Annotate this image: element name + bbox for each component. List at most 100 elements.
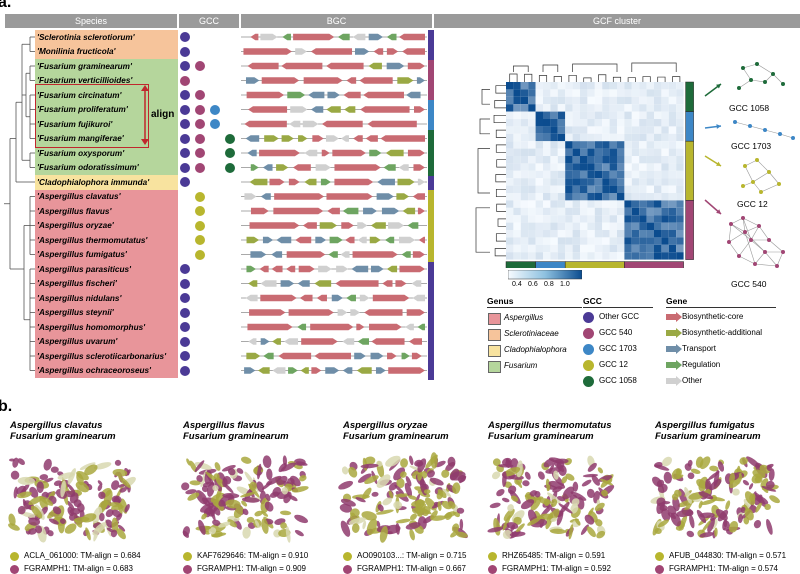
heatmap-group-bar-bottom bbox=[624, 261, 684, 268]
gene-arrow bbox=[340, 135, 349, 142]
gene-arrow bbox=[314, 280, 332, 287]
gene-arrow bbox=[359, 294, 370, 302]
gene-arrow bbox=[288, 309, 334, 316]
heatmap-cell bbox=[676, 207, 684, 216]
protein-structure-image bbox=[487, 455, 615, 540]
heatmap-cell bbox=[513, 207, 521, 216]
gcc-dot-540 bbox=[195, 104, 205, 115]
heatmap-cell bbox=[543, 111, 551, 119]
heatmap-cell bbox=[609, 163, 617, 171]
gene-arrow bbox=[269, 178, 285, 186]
dendrogram-left bbox=[496, 159, 506, 168]
heatmap-cell bbox=[580, 215, 588, 223]
gene-arrow bbox=[375, 367, 386, 374]
heatmap-cell bbox=[580, 111, 588, 119]
gcc-dot-other bbox=[180, 322, 190, 332]
legend-gene-arrow-icon bbox=[666, 312, 682, 322]
heatmap-cell bbox=[654, 237, 662, 245]
gene-arrow bbox=[316, 294, 327, 302]
heatmap-cell bbox=[513, 163, 521, 171]
heatmap-cell bbox=[543, 126, 551, 134]
heatmap-cell bbox=[557, 222, 566, 230]
heatmap-cell bbox=[654, 96, 662, 105]
network-edge bbox=[768, 239, 784, 253]
heatmap-cell bbox=[602, 237, 610, 245]
heatmap-cell bbox=[624, 104, 632, 112]
heatmap-cell bbox=[543, 89, 551, 97]
heatmap-cell bbox=[565, 207, 573, 216]
heatmap-cell bbox=[654, 244, 662, 253]
heatmap-cell bbox=[565, 141, 573, 149]
gcc-dot-540 bbox=[195, 133, 205, 144]
genus-band-scler bbox=[35, 30, 178, 59]
heatmap-cell bbox=[646, 111, 654, 119]
network-edge bbox=[744, 165, 754, 183]
network-node bbox=[751, 180, 755, 184]
heatmap-cell bbox=[535, 178, 543, 186]
structure-legend-dot bbox=[488, 565, 497, 574]
heatmap-cell bbox=[654, 89, 662, 97]
heatmap-cell bbox=[617, 193, 625, 201]
species-label: 'Aspergillus ochraceoroseus' bbox=[37, 366, 152, 375]
heatmap-cell bbox=[617, 237, 625, 245]
heatmap-cell bbox=[543, 148, 551, 156]
heatmap-cell bbox=[557, 89, 566, 97]
heatmap-cell bbox=[639, 207, 647, 216]
gene-arrow bbox=[276, 236, 292, 244]
heatmap-cell bbox=[676, 111, 684, 119]
network-node bbox=[743, 230, 747, 234]
gene-arrow bbox=[356, 367, 372, 374]
gene-arrow bbox=[363, 91, 404, 99]
genus-legend-title: Genus bbox=[487, 296, 514, 306]
heatmap-cell bbox=[565, 89, 573, 97]
gene-arrow bbox=[308, 91, 325, 99]
heatmap-cell bbox=[513, 119, 521, 127]
heatmap-cell bbox=[631, 170, 640, 179]
heatmap-cell bbox=[550, 96, 558, 105]
heatmap-cell bbox=[543, 156, 551, 164]
network-edge bbox=[738, 79, 752, 89]
gene-arrow bbox=[373, 48, 384, 55]
legend-gene-arrow-icon bbox=[666, 328, 682, 338]
gene-arrow bbox=[315, 236, 327, 244]
legend-dot bbox=[583, 360, 594, 371]
gene-arrow bbox=[405, 323, 414, 331]
network-node bbox=[741, 184, 745, 188]
heatmap-cell bbox=[624, 126, 632, 134]
legend-label: Sclerotiniaceae bbox=[504, 329, 559, 338]
heatmap-cell bbox=[557, 207, 566, 216]
heatmap-cell bbox=[528, 178, 536, 186]
heatmap-cell bbox=[661, 252, 669, 260]
heatmap-cell bbox=[602, 119, 610, 127]
heatmap-cell bbox=[654, 104, 662, 112]
heatmap-cell bbox=[646, 82, 654, 90]
heatmap-cell bbox=[587, 141, 595, 149]
heatmap-cell bbox=[513, 104, 521, 112]
network-edge bbox=[744, 231, 766, 253]
network-edge bbox=[744, 231, 756, 265]
legend-label: Biosynthetic-additional bbox=[682, 328, 763, 337]
heatmap-cell bbox=[661, 207, 669, 216]
structure-legend-dot bbox=[10, 565, 19, 574]
gene-arrow bbox=[250, 164, 259, 171]
heatmap-cell bbox=[550, 207, 558, 216]
dendrogram-left bbox=[494, 248, 506, 257]
gene-arrow bbox=[350, 309, 360, 316]
heatmap-cell bbox=[654, 222, 662, 230]
heatmap-cell bbox=[639, 170, 647, 179]
heatmap-cell bbox=[587, 126, 595, 134]
heatmap-cell bbox=[661, 104, 669, 112]
heatmap-cell bbox=[602, 215, 610, 223]
gene-arrow bbox=[245, 77, 260, 84]
heatmap-cell bbox=[631, 200, 640, 208]
gcc-dot-12 bbox=[195, 206, 205, 216]
gene-arrow bbox=[248, 280, 258, 287]
network-node bbox=[727, 240, 731, 244]
panel-a-letter: a. bbox=[0, 0, 12, 11]
gcf-label-12: GCC 12 bbox=[737, 199, 768, 209]
heatmap-cell bbox=[565, 222, 573, 230]
align-label: align bbox=[151, 109, 175, 120]
structure-legend-dot bbox=[343, 565, 352, 574]
heatmap-cell bbox=[506, 193, 514, 201]
heatmap-cell bbox=[520, 178, 529, 186]
